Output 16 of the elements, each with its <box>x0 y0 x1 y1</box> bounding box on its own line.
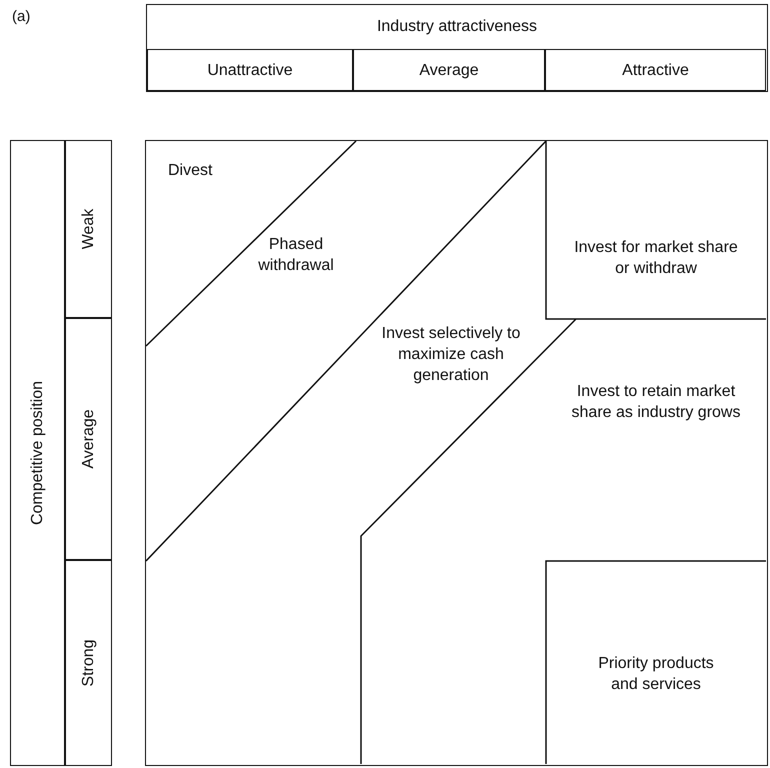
header-cell: Attractive <box>545 49 766 91</box>
region-label: Priority products and services <box>586 641 726 707</box>
header-cell: Average <box>353 49 545 91</box>
region-label: Invest selectively to maximize cash generation <box>381 309 521 399</box>
region-label: Invest to retain market share as industry grows <box>566 369 746 435</box>
header-title: Industry attractiveness <box>376 17 538 36</box>
header-cell: Unattractive <box>147 49 353 91</box>
axis-column: Competitive position <box>10 140 65 766</box>
panel-label: (a) <box>12 8 30 25</box>
region-label: Phased withdrawal <box>236 233 356 277</box>
row-header-cell: Strong <box>65 560 112 766</box>
header-table <box>146 4 768 92</box>
region-label: Invest for market share or withdraw <box>566 225 746 291</box>
row-header-cell: Average <box>65 318 112 560</box>
region-label: Divest <box>168 159 248 181</box>
row-header-cell: Weak <box>65 140 112 318</box>
